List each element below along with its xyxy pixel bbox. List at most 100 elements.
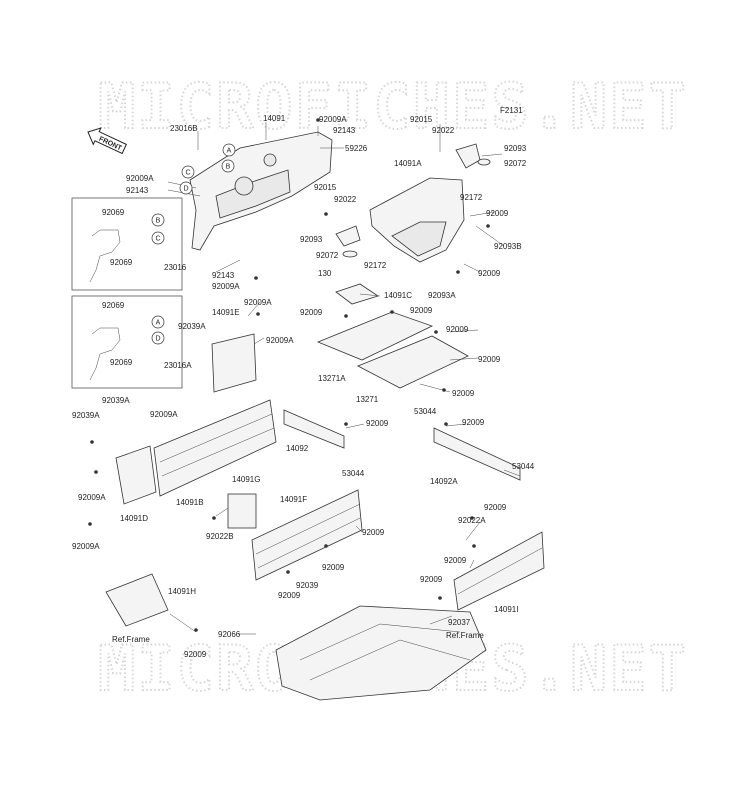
label-92072: 92072 bbox=[504, 159, 527, 168]
part-14091I bbox=[453, 531, 545, 611]
part-14091-panel bbox=[189, 131, 333, 251]
part-labels: 23016B 14091 92009A 92143 59226 92009A 9… bbox=[72, 106, 535, 659]
label-92009: 92009 bbox=[484, 503, 507, 512]
leader-lines bbox=[167, 122, 521, 635]
label-92069: 92069 bbox=[110, 258, 133, 267]
label-92022: 92022 bbox=[432, 126, 455, 135]
label-ref-frame: Ref.Frame bbox=[112, 635, 150, 644]
part-14092A bbox=[433, 427, 521, 481]
label-59226: 59226 bbox=[345, 144, 368, 153]
part-14091H bbox=[105, 573, 169, 627]
label-92093: 92093 bbox=[504, 144, 527, 153]
label-92066: 92066 bbox=[218, 630, 241, 639]
ref-circle-a-1: A bbox=[222, 143, 236, 157]
label-92069: 92069 bbox=[102, 301, 125, 310]
label-92093: 92093 bbox=[300, 235, 323, 244]
label-92093A: 92093A bbox=[428, 291, 456, 300]
label-92172: 92172 bbox=[364, 261, 387, 270]
label-92009A: 92009A bbox=[319, 115, 347, 124]
label-14091A: 14091A bbox=[394, 159, 422, 168]
ref-circle-b-2: B bbox=[151, 213, 165, 227]
part-14091A-floor bbox=[369, 177, 465, 263]
label-53044: 53044 bbox=[512, 462, 535, 471]
part-13271 bbox=[357, 335, 469, 389]
label-92009A: 92009A bbox=[150, 410, 178, 419]
inset-box-23016A bbox=[71, 295, 183, 389]
label-14091G: 14091G bbox=[232, 475, 260, 484]
part-92093-middle bbox=[335, 225, 361, 247]
svg-text:D: D bbox=[155, 336, 160, 343]
label-92037: 92037 bbox=[448, 618, 471, 627]
svg-text:B: B bbox=[226, 164, 231, 171]
label-14091B: 14091B bbox=[176, 498, 204, 507]
label-92009: 92009 bbox=[444, 556, 467, 565]
label-13271A: 13271A bbox=[318, 374, 346, 383]
label-92039: 92039 bbox=[296, 581, 319, 590]
svg-text:A: A bbox=[156, 320, 161, 327]
ref-circle-b-1: B bbox=[221, 159, 235, 173]
part-13271A bbox=[316, 311, 434, 361]
ref-circle-d-1: D bbox=[179, 181, 193, 195]
label-92009A: 92009A bbox=[266, 336, 294, 345]
label-92039A: 92039A bbox=[72, 411, 100, 420]
label-92009: 92009 bbox=[300, 308, 323, 317]
label-figure-code: F2131 bbox=[500, 106, 523, 115]
part-92072-clip bbox=[477, 158, 491, 166]
label-130: 130 bbox=[318, 269, 332, 278]
ref-frame bbox=[275, 605, 487, 701]
part-92072-middle bbox=[342, 250, 358, 258]
part-14091E bbox=[211, 333, 257, 393]
label-53044: 53044 bbox=[342, 469, 365, 478]
label-92093B: 92093B bbox=[494, 242, 522, 251]
ref-circle-a-2: A bbox=[151, 315, 165, 329]
part-14091G bbox=[227, 493, 257, 529]
label-92009: 92009 bbox=[362, 528, 385, 537]
inset-box-23016 bbox=[71, 197, 183, 291]
label-23016B: 23016B bbox=[170, 124, 198, 133]
part-14091F bbox=[251, 489, 363, 581]
label-92069: 92069 bbox=[102, 208, 125, 217]
bolt-icons bbox=[88, 118, 490, 632]
label-92039A: 92039A bbox=[102, 396, 130, 405]
label-92022A: 92022A bbox=[458, 516, 486, 525]
watermark-top: MICROFICHES.NET bbox=[98, 70, 688, 143]
label-92009A: 92009A bbox=[212, 282, 240, 291]
label-92009: 92009 bbox=[184, 650, 207, 659]
label-14091E: 14091E bbox=[212, 308, 240, 317]
label-92009: 92009 bbox=[462, 418, 485, 427]
label-23016: 23016 bbox=[164, 263, 187, 272]
svg-text:B: B bbox=[156, 218, 161, 225]
label-14091: 14091 bbox=[263, 114, 286, 123]
label-92022: 92022 bbox=[334, 195, 357, 204]
label-92009: 92009 bbox=[452, 389, 475, 398]
label-14092A: 14092A bbox=[430, 477, 458, 486]
label-53044: 53044 bbox=[414, 407, 437, 416]
part-14092 bbox=[283, 409, 345, 449]
label-92039A: 92039A bbox=[178, 322, 206, 331]
label-92009A: 92009A bbox=[78, 493, 106, 502]
label-14091I: 14091I bbox=[494, 605, 518, 614]
label-92009: 92009 bbox=[366, 419, 389, 428]
ref-circle-c-1: C bbox=[181, 165, 195, 179]
label-92072: 92072 bbox=[316, 251, 339, 260]
label-92143: 92143 bbox=[333, 126, 356, 135]
pipe-23016A bbox=[89, 327, 121, 381]
label-92143: 92143 bbox=[212, 271, 235, 280]
label-92069: 92069 bbox=[110, 358, 133, 367]
label-92009: 92009 bbox=[420, 575, 443, 584]
label-14091H: 14091H bbox=[168, 587, 196, 596]
label-ref-frame: Ref.Frame bbox=[446, 631, 484, 640]
label-92009: 92009 bbox=[478, 355, 501, 364]
label-14091D: 14091D bbox=[120, 514, 148, 523]
label-92009: 92009 bbox=[486, 209, 509, 218]
part-14091B bbox=[153, 399, 277, 497]
ref-circle-c-2: C bbox=[151, 231, 165, 245]
part-14091C-plate bbox=[335, 283, 379, 305]
label-14091C: 14091C bbox=[384, 291, 412, 300]
label-92015: 92015 bbox=[410, 115, 433, 124]
ref-circle-d-2: D bbox=[151, 331, 165, 345]
label-92009A: 92009A bbox=[244, 298, 272, 307]
label-14092: 14092 bbox=[286, 444, 309, 453]
label-92009A: 92009A bbox=[126, 174, 154, 183]
